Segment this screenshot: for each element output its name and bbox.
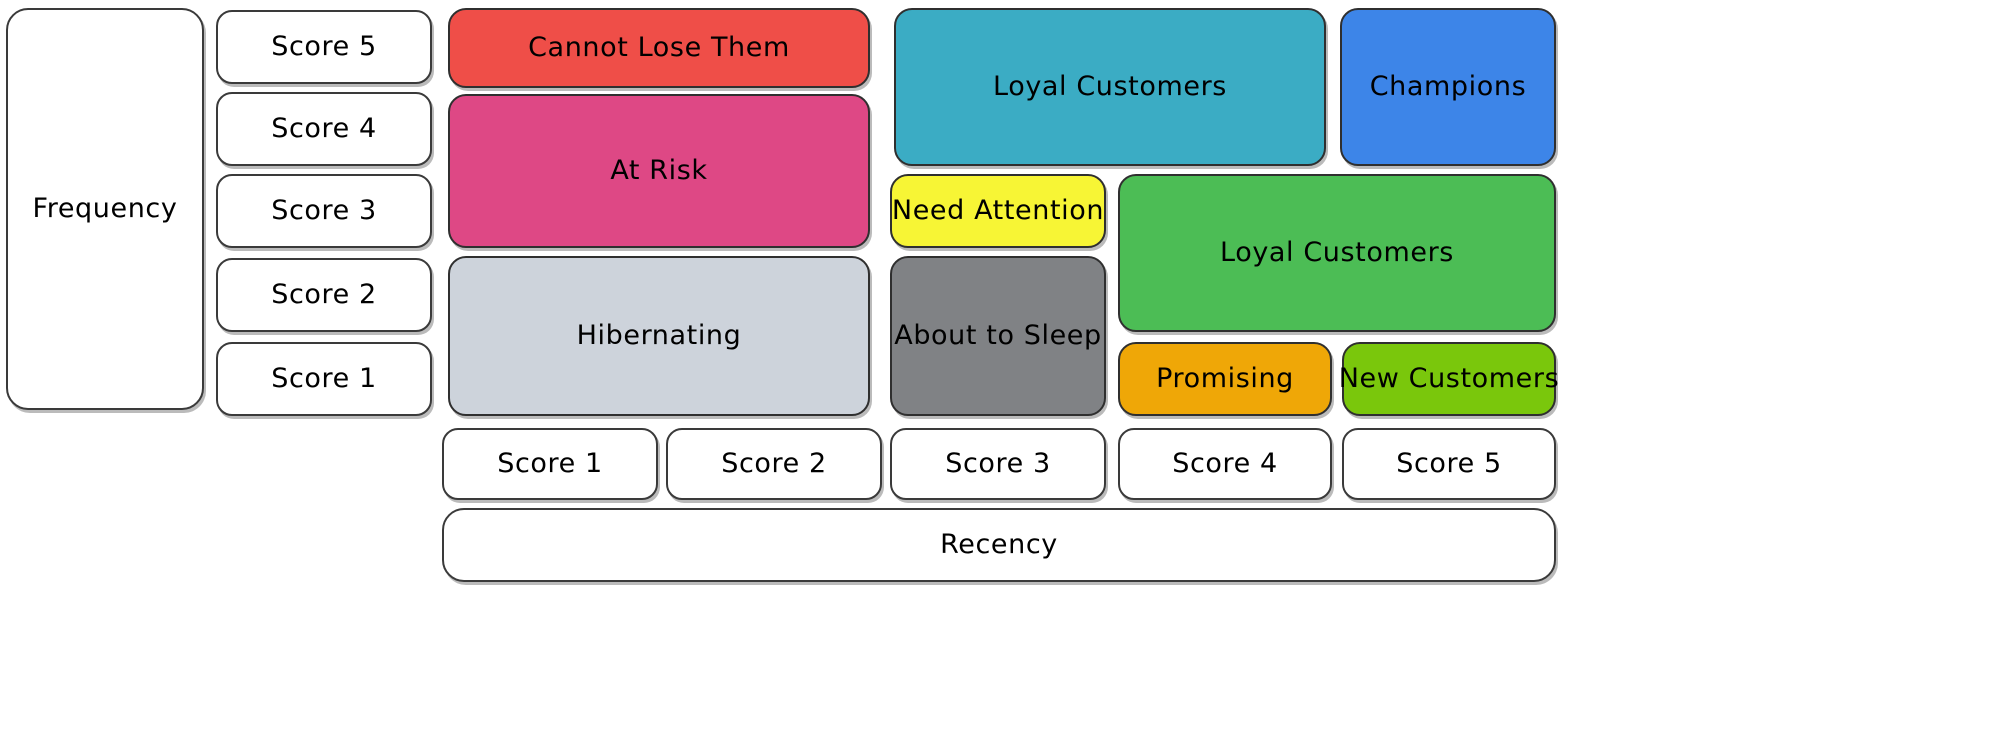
segment-about-to-sleep[interactable]: About to Sleep: [890, 256, 1106, 416]
recency-score-5[interactable]: Score 5: [1342, 428, 1556, 500]
segment-at-risk-label: At Risk: [610, 155, 708, 187]
frequency-score-2-label: Score 2: [271, 279, 377, 311]
recency-score-4-label: Score 4: [1172, 448, 1278, 480]
segment-need-attention-label: Need Attention: [891, 195, 1105, 227]
recency-score-2[interactable]: Score 2: [666, 428, 882, 500]
frequency-score-1-label: Score 1: [271, 363, 377, 395]
segment-loyal-customers-green[interactable]: Loyal Customers: [1118, 174, 1556, 332]
segment-new-customers[interactable]: New Customers: [1339, 342, 1559, 416]
frequency-axis-text: Frequency: [32, 193, 178, 225]
segment-promising[interactable]: Promising: [1118, 342, 1332, 416]
recency-score-1[interactable]: Score 1: [442, 428, 658, 500]
recency-axis-text: Recency: [940, 529, 1058, 561]
segment-loyal-customers-green-label: Loyal Customers: [1220, 237, 1454, 269]
segment-loyal-customers-teal[interactable]: Loyal Customers: [894, 8, 1326, 166]
frequency-axis-label: Frequency: [6, 8, 204, 410]
segment-loyal-customers-teal-label: Loyal Customers: [993, 71, 1227, 103]
segment-cannot-lose-them-label: Cannot Lose Them: [528, 32, 790, 64]
frequency-score-5-label: Score 5: [271, 31, 377, 63]
segment-champions-label: Champions: [1369, 71, 1527, 103]
frequency-score-2[interactable]: Score 2: [216, 258, 432, 332]
segment-at-risk[interactable]: At Risk: [448, 94, 870, 248]
recency-score-5-label: Score 5: [1396, 448, 1502, 480]
frequency-score-3-label: Score 3: [271, 195, 377, 227]
segment-hibernating-label: Hibernating: [576, 320, 742, 352]
segment-hibernating[interactable]: Hibernating: [448, 256, 870, 416]
recency-axis-label: Recency: [442, 508, 1556, 582]
frequency-score-5[interactable]: Score 5: [216, 10, 432, 84]
recency-score-3[interactable]: Score 3: [890, 428, 1106, 500]
segment-promising-label: Promising: [1156, 363, 1294, 395]
frequency-score-1[interactable]: Score 1: [216, 342, 432, 416]
segment-need-attention[interactable]: Need Attention: [890, 174, 1106, 248]
segment-new-customers-label: New Customers: [1338, 363, 1560, 395]
recency-score-2-label: Score 2: [721, 448, 827, 480]
segment-champions[interactable]: Champions: [1340, 8, 1556, 166]
recency-score-4[interactable]: Score 4: [1118, 428, 1332, 500]
frequency-score-4-label: Score 4: [271, 113, 377, 145]
recency-score-3-label: Score 3: [945, 448, 1051, 480]
recency-score-1-label: Score 1: [497, 448, 603, 480]
segment-cannot-lose-them[interactable]: Cannot Lose Them: [448, 8, 870, 88]
frequency-score-4[interactable]: Score 4: [216, 92, 432, 166]
segment-about-to-sleep-label: About to Sleep: [894, 320, 1102, 352]
frequency-score-3[interactable]: Score 3: [216, 174, 432, 248]
